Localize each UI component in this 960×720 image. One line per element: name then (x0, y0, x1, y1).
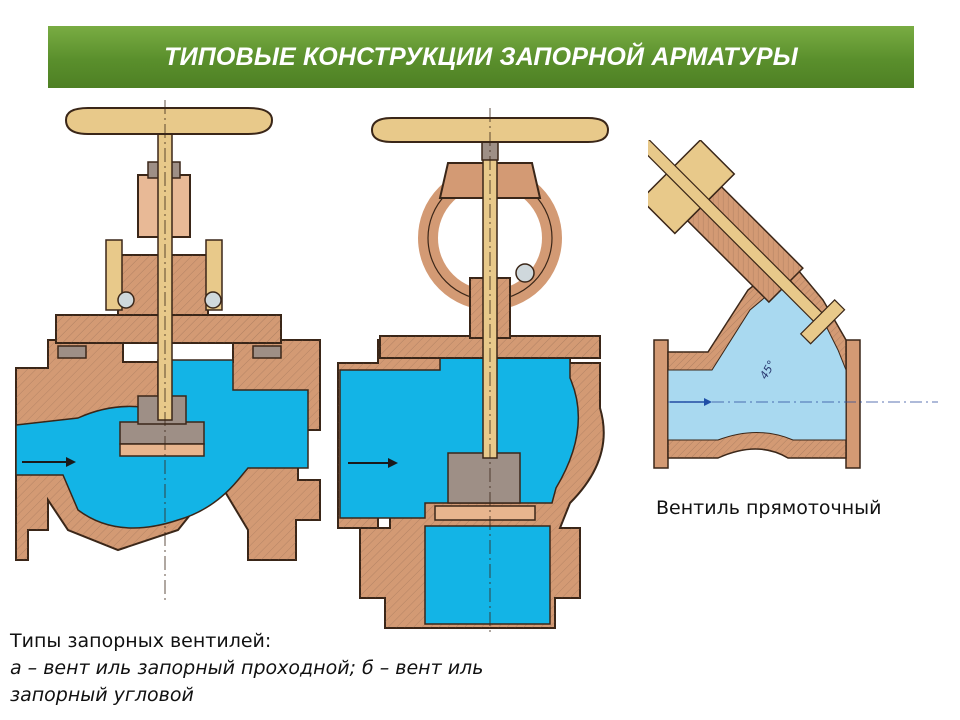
caption-line-1: Типы запорных вентилей: (10, 630, 272, 652)
straight-flow-valve-caption: Вентиль прямоточный (656, 497, 882, 519)
globe-valve-straight-drawing (15, 100, 321, 600)
caption-line-3: запорный угловой (10, 684, 194, 706)
globe-valve-angle-drawing (337, 108, 610, 633)
valve-types-caption: Типы запорных вентилей: а – вент иль зап… (10, 628, 570, 709)
y-pattern-valve-drawing: 45° (648, 140, 938, 469)
title-banner: ТИПОВЫЕ КОНСТРУКЦИИ ЗАПОРНОЙ АРМАТУРЫ (48, 26, 914, 88)
page-title: ТИПОВЫЕ КОНСТРУКЦИИ ЗАПОРНОЙ АРМАТУРЫ (164, 42, 798, 71)
caption-line-2: а – вент иль запорный проходной; б – вен… (10, 657, 484, 679)
